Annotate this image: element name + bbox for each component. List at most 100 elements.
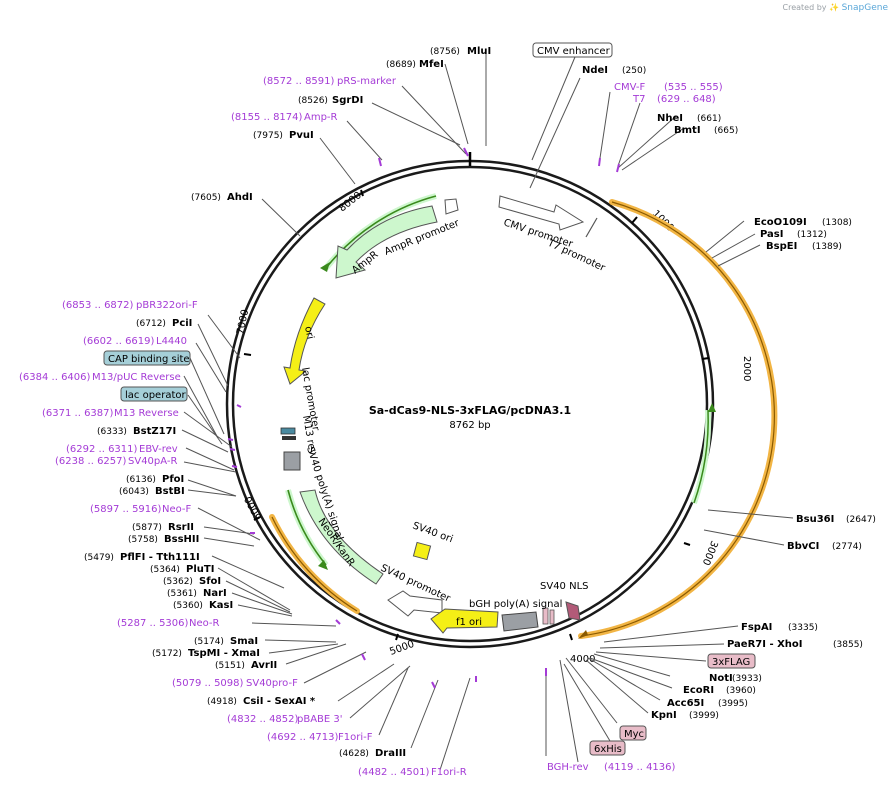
enzyme-bstbi[interactable]: BstBI	[155, 486, 185, 497]
enzyme-fspai[interactable]: FspAI	[741, 622, 772, 633]
orange-feature-arc-left	[269, 514, 360, 614]
enzyme-pos-pvui: (7975)	[253, 131, 283, 141]
lac-operator-label[interactable]: lac operator	[125, 390, 186, 401]
enzyme-pos-nhei: (661)	[697, 114, 721, 124]
enzyme-pos-pflfi: (5479)	[84, 553, 114, 563]
enzyme-sfoi[interactable]: SfoI	[199, 576, 221, 587]
primer-range-prs-marker: (8572 .. 8591)	[263, 76, 335, 87]
enzyme-mfei[interactable]: MfeI	[419, 59, 444, 70]
ampr-promoter-arrow	[444, 198, 459, 215]
enzyme-nhei[interactable]: NheI	[657, 113, 683, 124]
enzyme-ndei[interactable]: NdeI	[582, 65, 608, 76]
enzyme-pasi[interactable]: PasI	[760, 229, 783, 240]
primer-neo-f[interactable]: Neo-F	[162, 504, 192, 515]
enzyme-pcii[interactable]: PciI	[172, 318, 192, 329]
primer-sv40pa-r[interactable]: SV40pA-R	[128, 456, 177, 467]
primer-range-neo-r: (5287 .. 5306)	[117, 618, 189, 629]
enzyme-nari[interactable]: NarI	[203, 588, 227, 599]
enzyme-noti[interactable]: NotI	[709, 673, 733, 684]
primer-bgh-rev[interactable]: BGH-rev	[547, 762, 589, 773]
enzyme-pos-sfoi: (5362)	[163, 577, 193, 587]
enzyme-pos-noti: (3933)	[732, 674, 762, 684]
myc-label[interactable]: Myc	[624, 729, 644, 740]
primer-t7[interactable]: T7	[632, 94, 645, 105]
enzyme-bsu36i[interactable]: Bsu36I	[796, 514, 834, 525]
enzyme-pos-tspmi: (5172)	[152, 649, 182, 659]
primer-ebv-rev[interactable]: EBV-rev	[139, 444, 178, 455]
plasmid-length: 8762 bp	[449, 420, 490, 431]
enzyme-pos-mfei: (8689)	[386, 60, 416, 70]
3xflag-label[interactable]: 3xFLAG	[712, 657, 750, 668]
enzyme-mlui[interactable]: MluI	[467, 46, 491, 57]
primer-neo-r[interactable]: Neo-R	[189, 618, 220, 629]
myc-box	[619, 725, 647, 741]
ampr-arc	[325, 195, 437, 269]
enzyme-bspei[interactable]: BspEI	[766, 241, 797, 252]
sv40-polya-box	[283, 451, 301, 471]
cmv-enhancer-label[interactable]: CMV enhancer	[537, 46, 611, 57]
enzyme-bmti[interactable]: BmtI	[674, 125, 701, 136]
enzyme-ecori[interactable]: EcoRI	[683, 685, 714, 696]
enzyme-acc65i[interactable]: Acc65I	[667, 698, 704, 709]
primer-m13-puc-reverse[interactable]: M13/pUC Reverse	[92, 372, 181, 383]
enzyme-paer7i-xhoi[interactable]: PaeR7I - XhoI	[727, 639, 803, 650]
cap-binding-site-label[interactable]: CAP binding site	[108, 354, 190, 365]
primer-l4440[interactable]: L4440	[156, 336, 187, 347]
primer-range-6xhis: (4119 .. 4136)	[604, 762, 676, 773]
sv40-nls-label: SV40 NLS	[540, 581, 589, 592]
enzyme-pos-kasi: (5360)	[173, 601, 203, 611]
3xflag-box	[707, 653, 756, 669]
backbone-inner-ring	[231, 165, 709, 643]
ori-feature-arrow	[283, 297, 326, 385]
enzyme-rsrii[interactable]: RsrII	[168, 522, 194, 533]
primer-markers	[227, 147, 620, 689]
enzyme-ahdi[interactable]: AhdI	[227, 192, 253, 203]
leader-lines	[181, 54, 794, 771]
enzyme-avrii[interactable]: AvrII	[251, 660, 277, 671]
enzyme-bbvci[interactable]: BbvCI	[787, 541, 819, 552]
enzyme-pos-smai: (5174)	[194, 637, 224, 647]
primer-f1ori-f[interactable]: F1ori-F	[338, 732, 373, 743]
enzyme-csii-sexai[interactable]: CsiI - SexAI *	[243, 696, 316, 707]
ori-label: ori	[302, 325, 315, 340]
primer-pbabe-3[interactable]: pBABE 3'	[297, 714, 343, 725]
enzyme-pos-avrii: (5151)	[215, 661, 245, 671]
enzyme-smai[interactable]: SmaI	[230, 636, 258, 647]
primer-cmv-f[interactable]: CMV-F	[614, 82, 645, 93]
enzyme-pos-acc65i: (3995)	[718, 699, 748, 709]
enzyme-bstz17i[interactable]: BstZ17I	[133, 426, 176, 437]
primer-amp-r[interactable]: Amp-R	[304, 112, 338, 123]
enzyme-ecoo109i[interactable]: EcoO109I	[754, 217, 807, 228]
enzyme-draiii[interactable]: DraIII	[375, 748, 406, 759]
enzyme-kasi[interactable]: KasI	[209, 600, 233, 611]
orange-feature-arc-left-core	[271, 516, 358, 612]
enzyme-pvui[interactable]: PvuI	[289, 130, 314, 141]
6xhis-label[interactable]: 6xHis	[594, 744, 622, 755]
primer-range-l4440: (6602 .. 6619)	[83, 336, 155, 347]
enzyme-pluti[interactable]: PluTI	[186, 564, 214, 575]
primer-range-ebv-rev: (6292 .. 6311)	[66, 444, 138, 455]
primer-m13-reverse[interactable]: M13 Reverse	[114, 408, 179, 419]
enzyme-kpni[interactable]: KpnI	[651, 710, 677, 721]
enzyme-bsshii[interactable]: BssHII	[164, 534, 199, 545]
plasmid-title: Sa-dCas9-NLS-3xFLAG/pcDNA3.1	[369, 404, 571, 417]
enzyme-pflfi-tth111i[interactable]: PflFI - Tth111I	[120, 552, 200, 563]
enzyme-pos-ecori: (3960)	[726, 686, 756, 696]
enzyme-pfoi[interactable]: PfoI	[162, 474, 184, 485]
primer-range-f1ori-f: (4692 .. 4713)	[267, 732, 339, 743]
enzyme-pos-csii: (4918)	[207, 697, 237, 707]
m13-rev-box	[282, 436, 296, 440]
brand-prefix: Created by	[782, 3, 827, 12]
boxed-feature-labels: CMV enhancer CAP binding site lac operat…	[103, 42, 756, 756]
sv40-ori-label: SV40 ori	[411, 520, 454, 545]
primer-range-f1ori-r: (4482 .. 4501)	[358, 767, 430, 778]
primer-sv40pro-f[interactable]: SV40pro-F	[246, 678, 298, 689]
enzyme-tspmi-xmai[interactable]: TspMI - XmaI	[188, 648, 260, 659]
primer-range-t7: (629 .. 648)	[657, 94, 716, 105]
primer-prs-marker[interactable]: pRS-marker	[337, 76, 397, 87]
tick-label-4000: 4000	[570, 654, 595, 665]
primer-pbr322ori-f[interactable]: pBR322ori-F	[136, 300, 198, 311]
primer-f1ori-r[interactable]: F1ori-R	[431, 767, 467, 778]
enzyme-sgrdi[interactable]: SgrDI	[332, 95, 363, 106]
